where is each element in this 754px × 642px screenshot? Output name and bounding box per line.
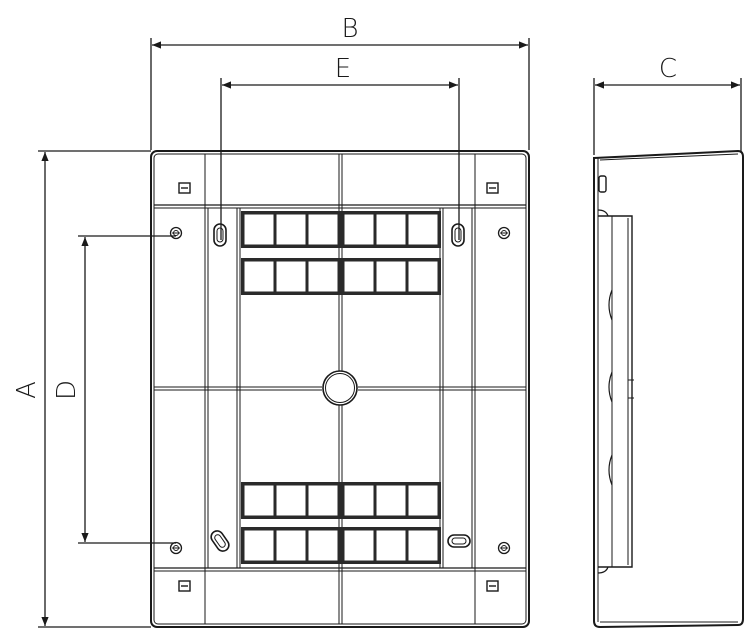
screw-top-right (497, 226, 511, 240)
dimension-b-label: B (341, 14, 358, 44)
module-cell (408, 261, 438, 292)
screw-bottom-left (169, 541, 183, 555)
side-top-notch (597, 209, 609, 217)
corner-clip-top-left (178, 182, 191, 194)
module-cell (308, 485, 338, 516)
side-top-edge (599, 153, 739, 161)
din-module-rows (241, 211, 441, 564)
module-cell (276, 214, 306, 245)
mounting-slot-bottom-right (447, 534, 471, 548)
center-knockout-hole (322, 370, 358, 406)
module-cell (308, 214, 338, 245)
dimension-c-label: C (659, 54, 677, 84)
side-knockout-bottom (608, 454, 613, 486)
dimension-e (220, 78, 460, 240)
center-knockout-hole-inner (325, 373, 355, 403)
module-cell (276, 530, 306, 561)
module-cell (376, 485, 406, 516)
corner-clip-bottom-right (486, 580, 499, 592)
mounting-slot-top-left (213, 223, 227, 247)
side-knockout-top (608, 289, 613, 321)
corner-clip-top-right (486, 182, 499, 194)
module-cell (344, 530, 374, 561)
module-cell (244, 530, 274, 561)
module-cell (376, 530, 406, 561)
module-cell (276, 485, 306, 516)
corner-clip-bottom-left (178, 580, 191, 592)
module-cell (344, 214, 374, 245)
mounting-slot-bottom-left (210, 530, 230, 552)
module-cell (308, 530, 338, 561)
module-cell (408, 485, 438, 516)
side-bottom-notch (597, 566, 609, 574)
side-view (593, 149, 744, 629)
module-cell (408, 214, 438, 245)
enclosure-inner-frame (153, 153, 527, 625)
module-cell (408, 530, 438, 561)
side-latch (598, 175, 607, 193)
module-cell (244, 261, 274, 292)
module-cell (276, 261, 306, 292)
enclosure-outer-frame (150, 150, 530, 628)
dimension-c (593, 78, 742, 155)
dimension-a-label: A (12, 381, 42, 399)
module-cell (344, 485, 374, 516)
module-cell (244, 485, 274, 516)
mounting-slot-top-right (451, 223, 465, 247)
dimension-a (38, 150, 151, 628)
screw-top-left (169, 226, 183, 240)
dimension-d-label: D (52, 380, 82, 400)
side-backplate (598, 215, 633, 568)
side-knockout-middle (608, 371, 613, 403)
module-cell (376, 261, 406, 292)
dimension-d (78, 235, 176, 544)
module-cell (376, 214, 406, 245)
module-cell (308, 261, 338, 292)
dimension-e-label: E (335, 54, 351, 84)
module-cell (244, 214, 274, 245)
screw-bottom-right (497, 541, 511, 555)
module-cell (344, 261, 374, 292)
front-view (150, 150, 530, 628)
dimension-b (150, 38, 530, 150)
side-body-outline (593, 149, 744, 629)
